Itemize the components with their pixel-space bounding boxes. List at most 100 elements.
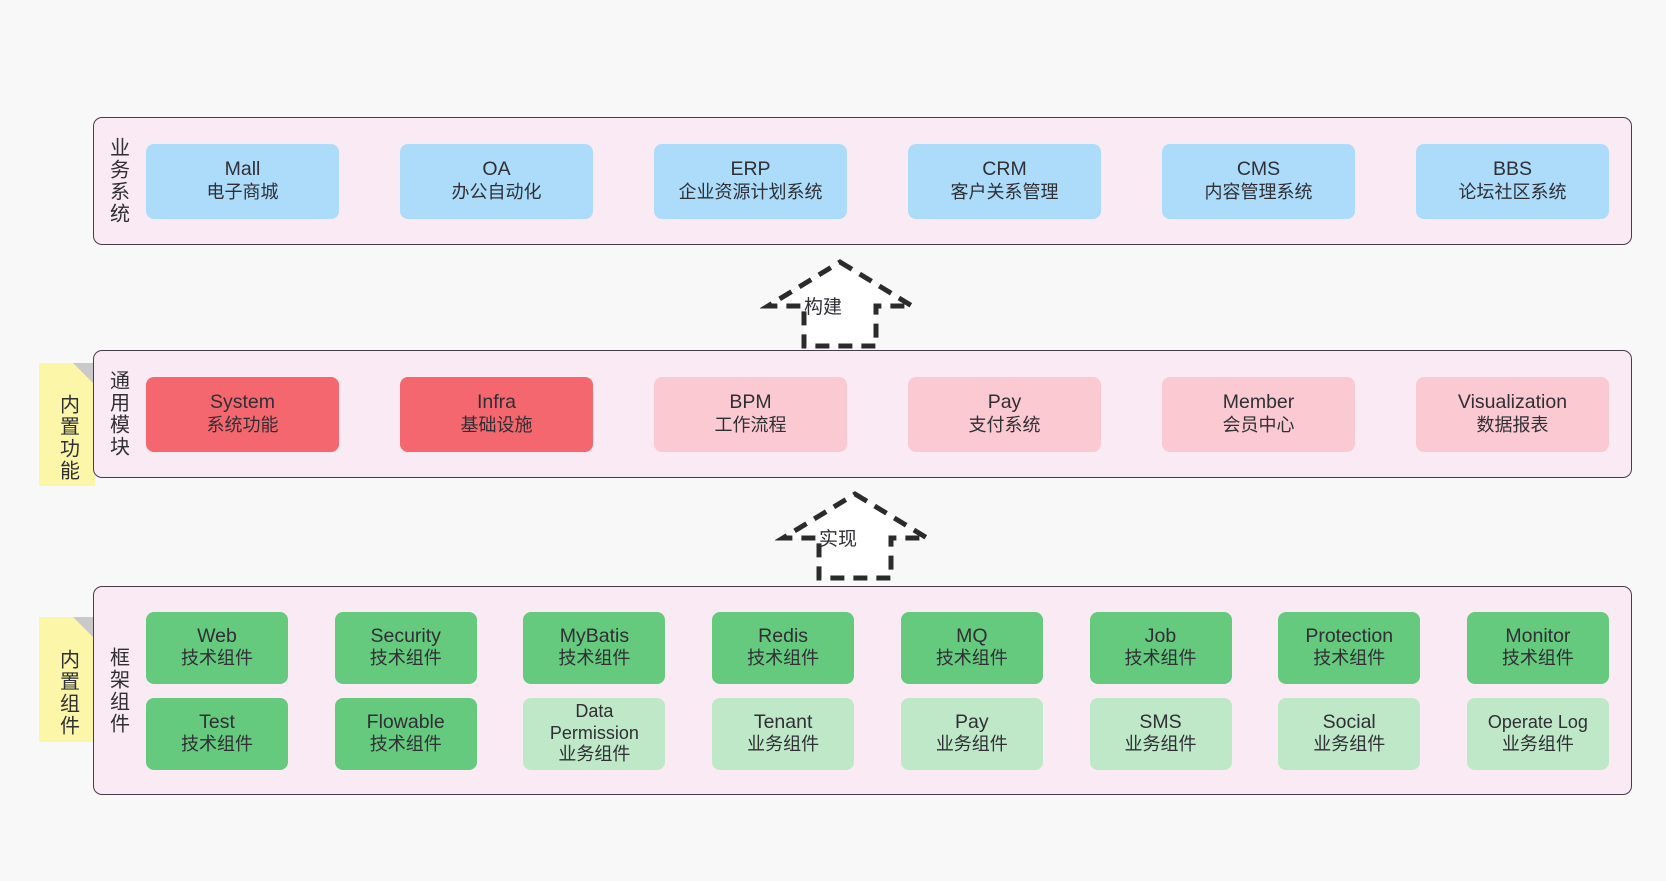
card-subtitle: 业务组件 — [747, 734, 820, 755]
note-fold-corner-icon — [73, 363, 95, 385]
card-title: Pay — [987, 391, 1022, 414]
card-subtitle: 技术组件 — [1501, 648, 1574, 669]
note-builtin-features-label: 内置功能 — [56, 393, 79, 482]
card-subtitle: 技术组件 — [181, 648, 253, 669]
card-subtitle: 技术组件 — [558, 648, 631, 669]
card-subtitle: 支付系统 — [968, 414, 1041, 435]
card-title: Flowable — [366, 710, 445, 733]
card-title: Visualization — [1457, 391, 1568, 414]
card-subtitle: 技术组件 — [935, 648, 1008, 669]
card-title: Infra — [476, 391, 517, 414]
card-title: Job — [1144, 624, 1177, 647]
card-subtitle: 基础设施 — [460, 414, 533, 435]
card-subtitle: 业务组件 — [1501, 733, 1574, 754]
note-builtin-features: 内置功能 — [39, 363, 95, 486]
card-title: Data Permission — [549, 700, 639, 743]
card-title: Member — [1222, 391, 1295, 414]
card-subtitle: 数据报表 — [1476, 414, 1549, 435]
card-title: SMS — [1139, 710, 1182, 733]
card-subtitle: 内容管理系统 — [1204, 181, 1313, 202]
layer-business-title: 业务系统 — [106, 137, 129, 225]
card-title: Redis — [758, 624, 809, 647]
card-subtitle: 电子商城 — [206, 181, 279, 202]
card-subtitle: 客户关系管理 — [950, 181, 1059, 202]
card-title: Tenant — [753, 710, 813, 733]
card-title: Security — [370, 624, 441, 647]
card-title: BBS — [1492, 158, 1533, 181]
card-subtitle: 系统功能 — [206, 414, 279, 435]
card-title: BPM — [729, 391, 772, 414]
card-subtitle: 业务组件 — [935, 734, 1008, 755]
card-subtitle: 技术组件 — [747, 648, 820, 669]
card-title: Mall — [224, 158, 261, 181]
connector-implement-arrow: 实现 — [774, 490, 936, 582]
connector-build-arrow: 构建 — [759, 258, 921, 350]
card-subtitle: 业务组件 — [558, 744, 631, 765]
layer-framework-title: 框架组件 — [106, 646, 129, 735]
card-subtitle: 技术组件 — [369, 734, 442, 755]
card-subtitle: 技术组件 — [369, 648, 442, 669]
note-builtin-components-label: 内置组件 — [56, 648, 79, 737]
note-builtin-components: 内置组件 — [39, 617, 95, 742]
card-subtitle: 企业资源计划系统 — [678, 181, 823, 202]
card-subtitle: 技术组件 — [1313, 648, 1386, 669]
connector-build-label: 构建 — [804, 297, 843, 318]
card-subtitle: 业务组件 — [1124, 734, 1197, 755]
card-title: CMS — [1236, 158, 1281, 181]
card-title: MQ — [956, 624, 988, 647]
card-title: Test — [199, 710, 235, 733]
card-subtitle: 技术组件 — [181, 734, 253, 755]
card-subtitle: 办公自动化 — [451, 181, 542, 202]
card-title: Monitor — [1505, 624, 1571, 647]
card-title: OA — [482, 158, 511, 181]
card-title: System — [209, 391, 275, 414]
card-subtitle: 业务组件 — [1313, 734, 1386, 755]
card-title: Social — [1322, 710, 1376, 733]
card-subtitle: 工作流程 — [714, 414, 787, 435]
card-title: Pay — [955, 710, 989, 733]
layer-modules-title: 通用模块 — [106, 370, 129, 458]
implement-arrow-shape — [774, 491, 936, 581]
connector-implement-label: 实现 — [819, 529, 858, 550]
card-title: Web — [197, 624, 237, 647]
build-arrow-shape — [759, 259, 921, 349]
